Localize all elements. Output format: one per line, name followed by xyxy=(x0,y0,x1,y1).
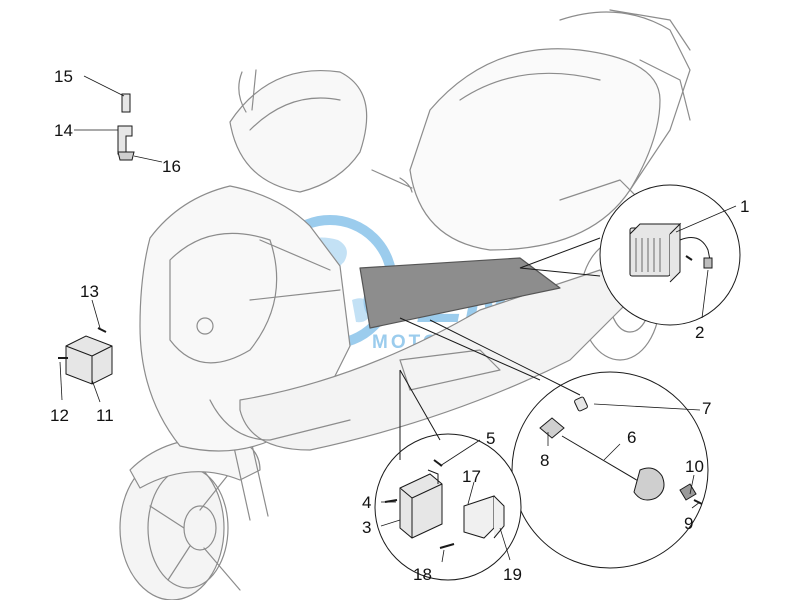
leader-lines xyxy=(59,75,737,563)
part-regulator xyxy=(629,222,713,283)
callout-14: 14 xyxy=(54,121,73,140)
callout-19: 19 xyxy=(503,565,522,584)
callout-2: 2 xyxy=(695,323,704,342)
part-relay-11 xyxy=(58,327,113,385)
callout-10: 10 xyxy=(685,457,704,476)
callout-11: 11 xyxy=(96,406,114,425)
callout-6: 6 xyxy=(627,428,636,447)
scooter-illustration xyxy=(119,9,691,600)
callout-labels: 1 2 3 4 5 6 7 8 9 10 11 12 13 14 15 16 1… xyxy=(50,67,749,584)
callout-3: 3 xyxy=(362,518,371,537)
detail-circle-cdi xyxy=(374,433,522,581)
detail-circle-ignition xyxy=(511,371,709,569)
callout-4: 4 xyxy=(362,493,371,512)
callout-17: 17 xyxy=(462,467,481,486)
callout-15: 15 xyxy=(54,67,73,86)
part-cdi-unit xyxy=(384,459,443,539)
callout-12: 12 xyxy=(50,406,69,425)
part-bracket-14 xyxy=(117,93,135,161)
callout-1: 1 xyxy=(740,197,749,216)
part-bracket-17 xyxy=(439,495,505,549)
callout-13: 13 xyxy=(80,282,99,301)
callout-7: 7 xyxy=(702,399,711,418)
callout-16: 16 xyxy=(162,157,181,176)
circle-pointers xyxy=(399,237,601,460)
part-ignition-switch xyxy=(539,396,703,505)
callout-5: 5 xyxy=(486,429,495,448)
callout-9: 9 xyxy=(684,514,693,533)
callout-18: 18 xyxy=(413,565,432,584)
callout-8: 8 xyxy=(540,451,549,470)
